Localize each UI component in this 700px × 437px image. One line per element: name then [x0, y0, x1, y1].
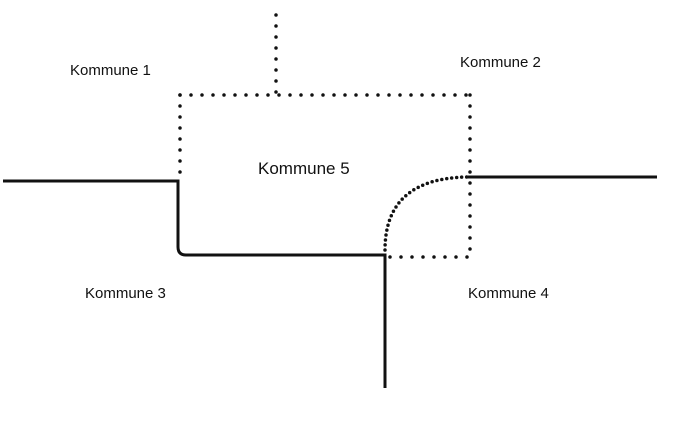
label-kommune-4: Kommune 4 [468, 285, 549, 302]
label-kommune-3: Kommune 3 [85, 285, 166, 302]
label-kommune-5: Kommune 5 [258, 159, 350, 178]
label-kommune-1: Kommune 1 [70, 62, 151, 79]
solid-boundary-west [3, 179, 387, 388]
dotted-curve-boundary [383, 175, 470, 252]
label-kommune-2: Kommune 2 [460, 54, 541, 71]
